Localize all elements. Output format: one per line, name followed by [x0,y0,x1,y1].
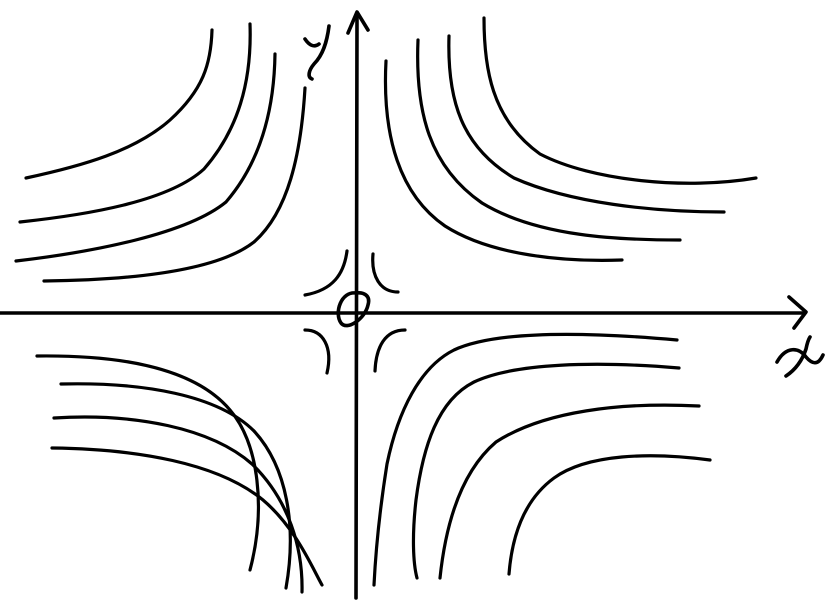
contour-curve-lr-1 [372,332,679,587]
x-axis-arrowhead [787,295,808,330]
contour-curve-ll-small [303,328,331,375]
contour-curve-ul-2 [18,22,252,224]
contour-curve-lr-small [373,328,407,373]
contour-curve-ll-2 [59,382,292,590]
contour-curve-ll-1 [35,354,260,572]
y-axis [354,15,359,600]
contour-curve-lr-4 [507,454,712,576]
y-axis-label [303,24,331,81]
contour-curve-lr-2 [411,362,681,580]
contour-curve-ul-small [303,249,349,297]
contour-curve-ul-4 [42,86,307,283]
contour-curve-ur-4 [383,59,624,262]
y-axis-arrowhead [346,10,370,35]
contour-curve-ul-1 [24,28,214,180]
contour-curve-ur-2 [447,34,726,214]
x-axis-label [775,335,825,378]
origin-label [336,291,371,328]
contour-curve-ur-small [371,252,400,294]
contour-curve-ll-4 [50,446,324,587]
contour-curve-ul-3 [14,52,277,263]
contour-curve-lr-3 [438,403,701,580]
contour-curve-ur-1 [482,16,758,185]
contour-curve-ll-3 [52,415,304,594]
contour-curve-ur-3 [416,38,682,242]
